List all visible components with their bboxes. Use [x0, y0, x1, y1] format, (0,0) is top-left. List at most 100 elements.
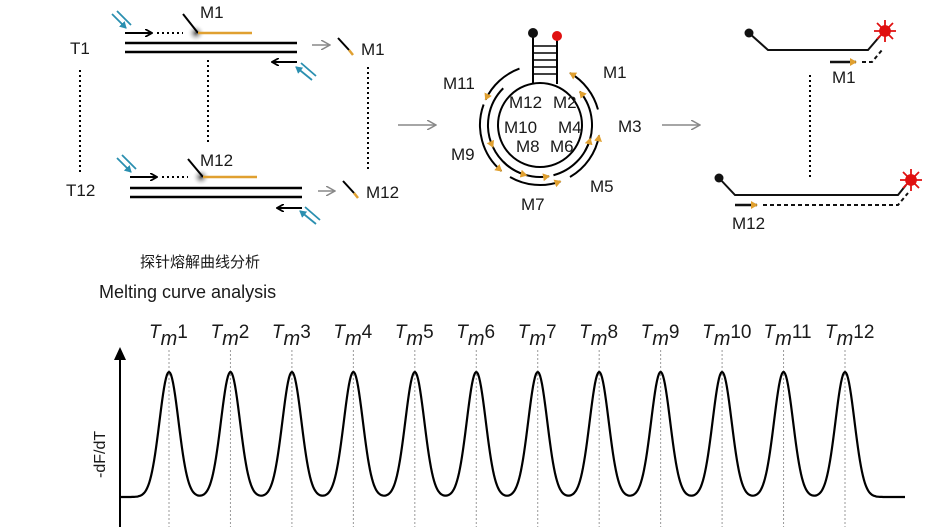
- tm-label-base: T: [395, 322, 408, 343]
- probe-arc: [491, 146, 528, 178]
- tm-label-sub: m: [222, 328, 239, 350]
- tm-label-sub: m: [529, 328, 546, 350]
- arc-label: M3: [618, 117, 642, 136]
- released-label-m1: M1: [361, 40, 385, 59]
- y-axis-arrow-icon: [114, 347, 126, 360]
- probe-arc: [484, 67, 520, 101]
- tm-label: Tm5: [395, 322, 434, 350]
- tm-label-sub: m: [406, 328, 423, 350]
- target-label-t1: T1: [70, 39, 90, 58]
- primer-indicator-icon: [116, 154, 321, 225]
- tm-label-sub: m: [775, 328, 792, 350]
- tm-label-sub: m: [837, 328, 854, 350]
- tm-label-num: 3: [300, 322, 311, 343]
- tm-label-num: 9: [669, 322, 680, 343]
- tm-label-num: 7: [546, 322, 557, 343]
- tm-label: Tm9: [641, 322, 680, 350]
- quencher-shadow: [187, 24, 205, 42]
- tm-label-num: 1: [177, 322, 188, 343]
- target-label-t12: T12: [66, 181, 95, 200]
- arc-label: M7: [521, 195, 545, 214]
- tm-label-sub: m: [591, 328, 608, 350]
- released-probe-icon: [337, 37, 350, 51]
- primer-indicator-icon: [111, 10, 317, 81]
- tm-label: Tm10: [702, 322, 751, 350]
- fluorescence-star-icon: [874, 20, 896, 42]
- arc-label: M12: [509, 93, 542, 112]
- panel-a-amplification: T1 T12 M1 M1: [66, 3, 399, 225]
- tm-label-num: 6: [485, 322, 496, 343]
- probe-label-m12: M12: [732, 214, 765, 233]
- tm-label-base: T: [272, 322, 285, 343]
- caption-english: Melting curve analysis: [99, 282, 276, 302]
- tm-label-base: T: [825, 322, 838, 343]
- caption-chinese: 探针熔解曲线分析: [140, 253, 260, 271]
- tm-label-num: 2: [239, 322, 250, 343]
- arc-label: M4: [558, 118, 582, 137]
- tm-label: Tm12: [825, 322, 874, 350]
- arc-label: M9: [451, 145, 475, 164]
- panel-c-hybridized-probes: M1 M12: [714, 20, 922, 233]
- tm-label-base: T: [579, 322, 592, 343]
- tm-label: Tm3: [272, 322, 311, 350]
- probe-arc: [479, 104, 503, 172]
- y-axis-label: -dF/dT: [92, 431, 109, 478]
- tm-label-sub: m: [345, 328, 362, 350]
- arc-label: M5: [590, 177, 614, 196]
- quencher-shadow: [192, 168, 210, 186]
- tm-label-sub: m: [652, 328, 669, 350]
- tm-label-base: T: [456, 322, 469, 343]
- template-t1: M1 M1: [111, 3, 385, 81]
- tm-label-num: 5: [423, 322, 434, 343]
- probe-arc: [569, 134, 602, 178]
- arc-label: M2: [553, 93, 577, 112]
- arc-label: M6: [550, 137, 574, 156]
- released-label-m12: M12: [366, 183, 399, 202]
- tm-label-sub: m: [468, 328, 485, 350]
- probe-label-m12: M12: [200, 151, 233, 170]
- fluorophore-dot: [552, 31, 562, 41]
- tm-label-sub: m: [714, 328, 731, 350]
- probe-arc: [486, 87, 504, 148]
- probe-arcs: [479, 67, 602, 188]
- tm-label: Tm11: [764, 322, 812, 350]
- tm-label-num: 8: [607, 322, 618, 343]
- tm-label-base: T: [210, 322, 223, 343]
- tm-label: Tm7: [518, 322, 557, 350]
- tm-label-num: 12: [853, 322, 874, 343]
- probe-tail: [182, 13, 199, 34]
- tm-label: Tm2: [210, 322, 249, 350]
- probe-arc: [569, 72, 599, 110]
- tm-label-num: 11: [792, 322, 812, 343]
- arc-label: M8: [516, 137, 540, 156]
- arc-label: M11: [443, 74, 475, 93]
- released-probe-icon: [342, 180, 355, 194]
- melting-curve-line: [120, 370, 905, 499]
- probe-label-m1: M1: [832, 68, 856, 87]
- tm-label-base: T: [702, 322, 715, 343]
- tm-label-base: T: [518, 322, 531, 343]
- tm-label-sub: m: [284, 328, 301, 350]
- template-t12: M12 M12: [116, 151, 399, 225]
- panel-b-circular-probe: M1 M3 M5 M7 M9 M11 M12 M2 M10 M4 M8 M6: [443, 28, 642, 214]
- quencher-dot: [528, 28, 538, 38]
- probe-label-m1: M1: [200, 3, 224, 22]
- tm-label-base: T: [149, 322, 162, 343]
- tm-label-sub: m: [161, 328, 178, 350]
- fluorescence-star-icon: [900, 169, 922, 191]
- arc-label: M1: [603, 63, 627, 82]
- tm-label: Tm6: [456, 322, 495, 350]
- stem-loop: [532, 36, 558, 84]
- probe-arc: [553, 137, 593, 177]
- probe-tail: [187, 158, 204, 178]
- probe-arc: [509, 176, 562, 188]
- tm-label: Tm4: [333, 322, 372, 350]
- tm-label-num: 10: [730, 322, 751, 343]
- tm-label-num: 4: [362, 322, 373, 343]
- tm-label-base: T: [641, 322, 654, 343]
- tm-label-base: T: [333, 322, 346, 343]
- tm-label: Tm1: [149, 322, 188, 350]
- arc-label: M10: [504, 118, 537, 137]
- tm-label-base: T: [764, 322, 777, 343]
